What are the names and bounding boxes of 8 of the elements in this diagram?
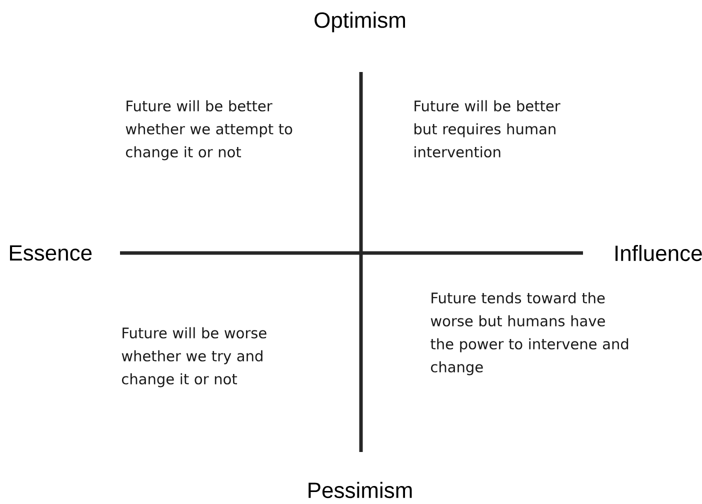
quadrant-text: Future will be worse whether we try and change it or not <box>122 327 266 388</box>
axis-label: Pessimism <box>308 482 412 498</box>
quadrant-text: Future will be better but requires human intervention <box>414 100 560 158</box>
axis-label: Essence <box>10 245 92 261</box>
quadrant-text: Future tends toward the worse but humans have the power to intervene and change <box>430 292 628 376</box>
axis-label: Influence <box>616 244 702 262</box>
quadrant-text: Future will be better whether we attempt to change it or not <box>126 100 292 160</box>
axis-label: Optimism <box>314 12 405 32</box>
